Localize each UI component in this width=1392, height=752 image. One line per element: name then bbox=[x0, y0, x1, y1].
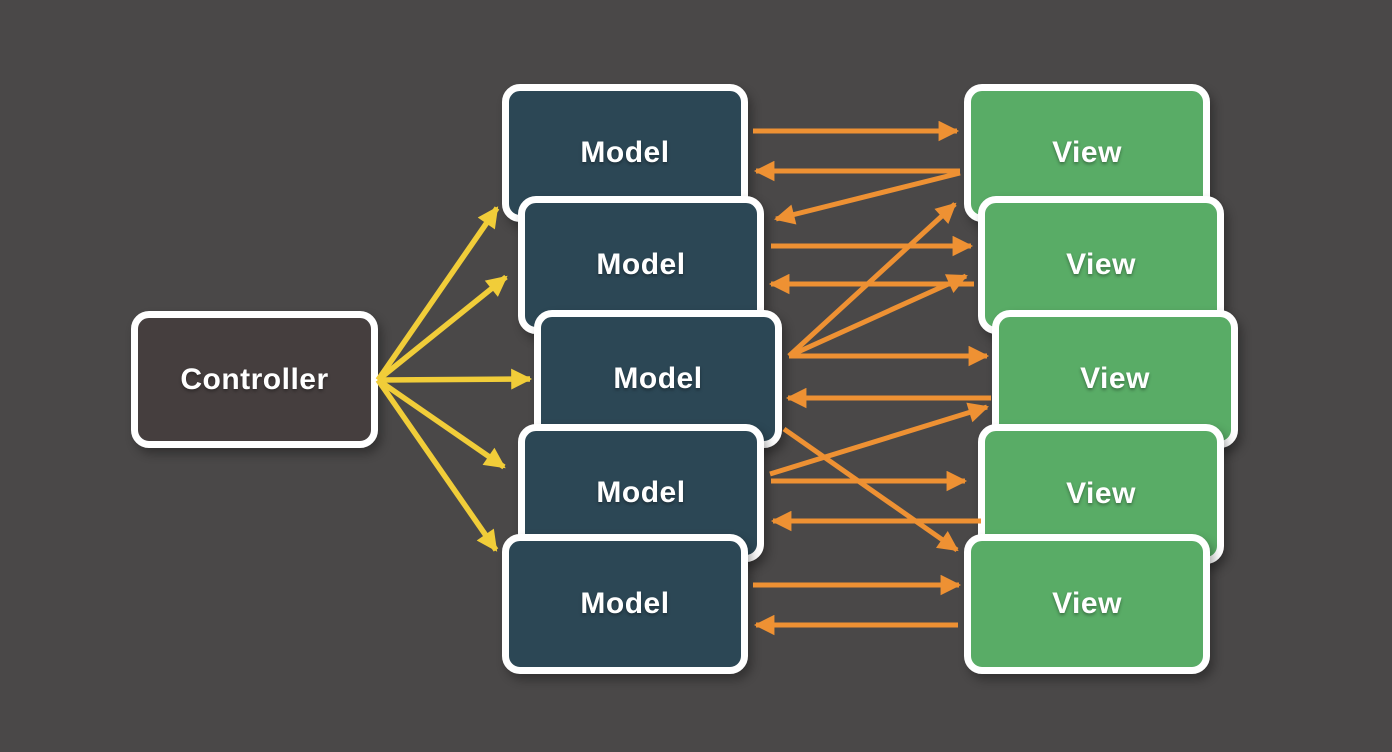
model-node-5: Model bbox=[502, 534, 748, 674]
view-node-5: View bbox=[964, 534, 1210, 674]
view-label-4: View bbox=[1066, 477, 1136, 510]
view-label-2: View bbox=[1066, 248, 1136, 281]
arrow-controller-to-model-5 bbox=[375, 378, 499, 552]
arrow-controller-to-model-4 bbox=[376, 377, 506, 470]
arrow-view-1-to-model-2 bbox=[774, 170, 961, 225]
arrow-controller-to-model-3 bbox=[377, 368, 533, 390]
controller-label: Controller bbox=[180, 362, 329, 396]
view-label-5: View bbox=[1052, 587, 1122, 620]
arrow-model-3-to-view-5 bbox=[782, 426, 959, 553]
model-label-1: Model bbox=[580, 136, 670, 169]
model-view-arrows bbox=[753, 120, 991, 636]
arrow-model-3-to-view-2 bbox=[787, 273, 968, 359]
model-label-2: Model bbox=[596, 248, 686, 281]
model-label-3: Model bbox=[613, 362, 703, 395]
controller-node: Controller bbox=[131, 311, 378, 448]
arrow-controller-to-model-2 bbox=[376, 274, 508, 383]
view-label-3: View bbox=[1080, 362, 1150, 395]
arrow-model-4-to-view-3 bbox=[769, 402, 989, 477]
controller-to-model-arrows bbox=[375, 206, 533, 552]
model-label-4: Model bbox=[596, 476, 686, 509]
view-label-1: View bbox=[1052, 136, 1122, 169]
model-label-5: Model bbox=[580, 587, 670, 620]
arrow-controller-to-model-1 bbox=[375, 206, 500, 382]
arrow-model-3-to-view-1 bbox=[787, 202, 957, 358]
